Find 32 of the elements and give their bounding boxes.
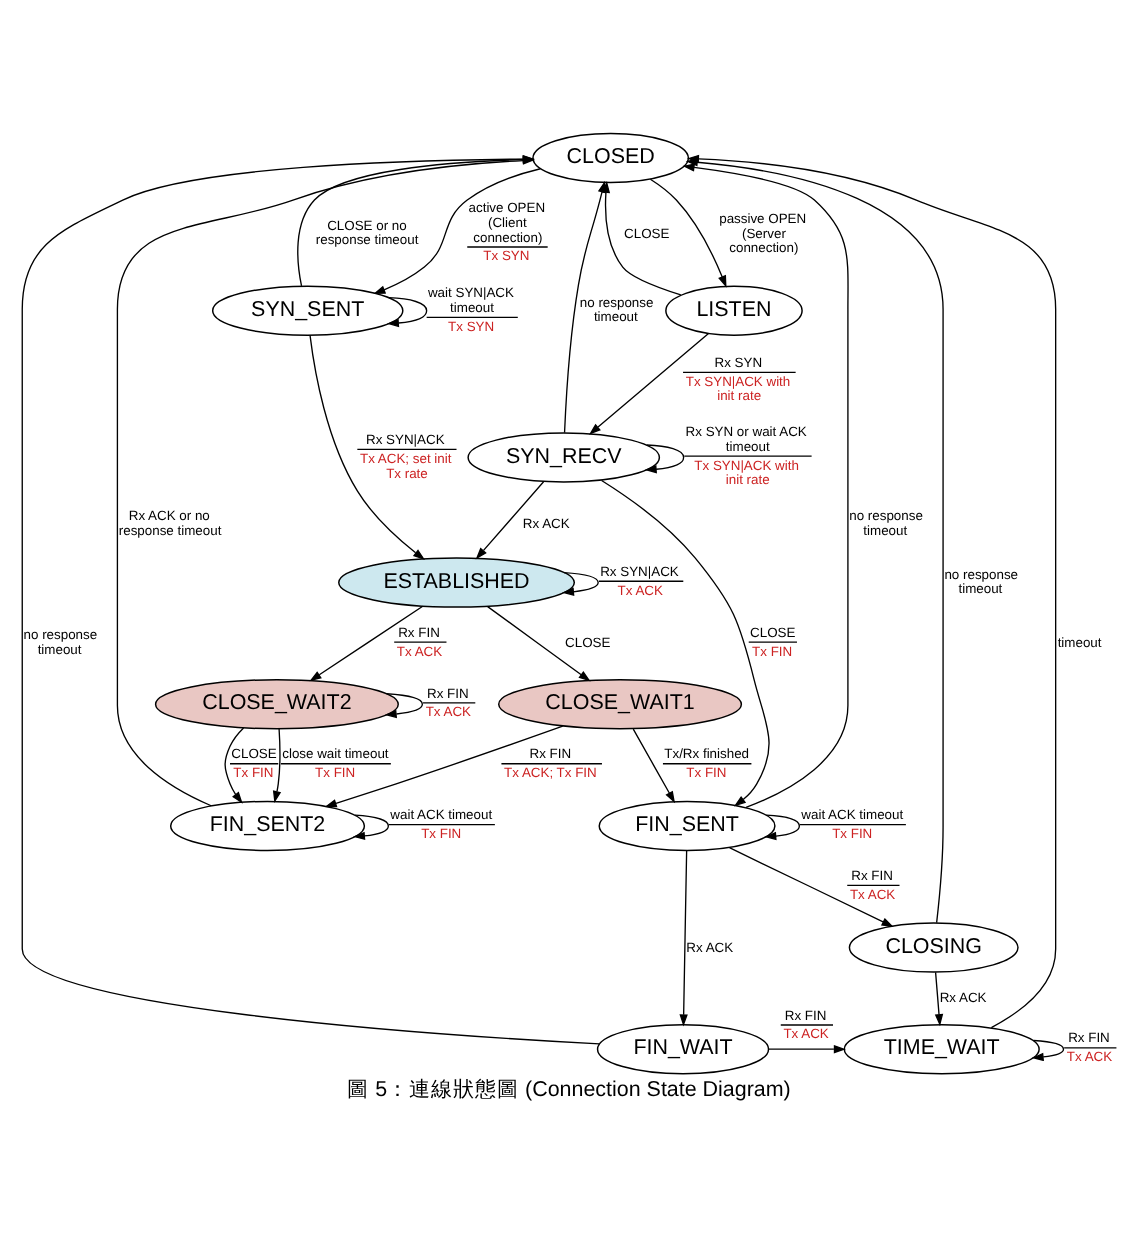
arrow bbox=[309, 605, 448, 682]
arrow bbox=[309, 335, 458, 561]
arrow bbox=[934, 971, 944, 1027]
arrow bbox=[600, 479, 798, 807]
arrow bbox=[679, 850, 688, 1027]
arrow bbox=[272, 728, 392, 804]
arrow bbox=[384, 693, 476, 719]
arrow bbox=[563, 180, 607, 434]
node-ellipse: CLOSING bbox=[848, 922, 1019, 973]
node-ellipse: TIME_WAIT bbox=[843, 1023, 1040, 1075]
arrow bbox=[682, 163, 849, 809]
node-ellipse: CLOSE_WAIT1 bbox=[498, 679, 743, 730]
arrow bbox=[644, 444, 813, 474]
arrow bbox=[767, 1024, 846, 1054]
arrow bbox=[589, 332, 797, 435]
arrow bbox=[728, 847, 901, 927]
arrow bbox=[764, 814, 907, 841]
arrow bbox=[386, 297, 519, 328]
node-ellipse: FIN_WAIT bbox=[596, 1023, 770, 1075]
node-ellipse: LISTEN bbox=[665, 285, 803, 336]
arrow bbox=[224, 727, 279, 804]
caption: 圖 5：連線狀態圖 (Connection State Diagram) bbox=[347, 1078, 791, 1103]
arrow bbox=[352, 814, 496, 841]
arrow bbox=[487, 605, 591, 682]
node-ellipse: CLOSED bbox=[532, 132, 690, 184]
arrow bbox=[475, 481, 545, 560]
arrow bbox=[373, 168, 549, 294]
arrow bbox=[324, 725, 603, 808]
arrow bbox=[1031, 1039, 1118, 1062]
arrow bbox=[561, 571, 684, 596]
arrow bbox=[632, 728, 753, 804]
arrow bbox=[649, 178, 727, 288]
